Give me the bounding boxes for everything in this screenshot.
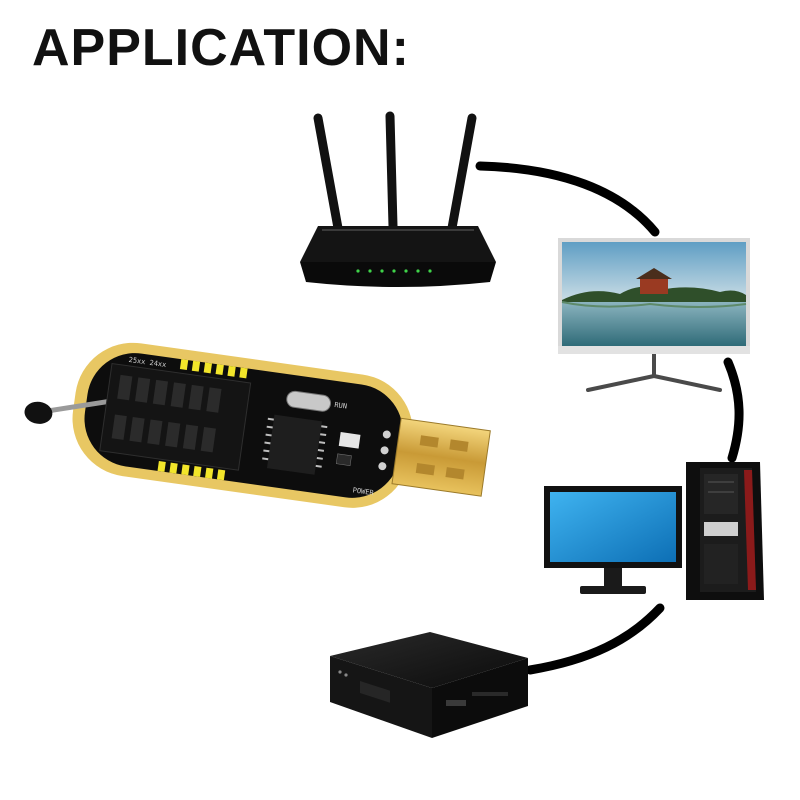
- desktop-pc-icon: [544, 462, 764, 600]
- monitor-icon: [558, 238, 750, 392]
- led-label-power: POWER: [352, 486, 375, 497]
- page-title: APPLICATION:: [32, 19, 410, 77]
- cable-desktop-box: [525, 603, 665, 675]
- router-icon: [300, 111, 496, 287]
- cable-monitor-tower: [723, 357, 744, 463]
- led-label-run: RUN: [334, 401, 348, 411]
- set-top-box-icon: [330, 632, 528, 738]
- cable-router-monitor: [475, 161, 660, 237]
- cables: [475, 161, 744, 675]
- usb-programmer-icon: 25xx 24xx RUN POWER: [24, 342, 491, 508]
